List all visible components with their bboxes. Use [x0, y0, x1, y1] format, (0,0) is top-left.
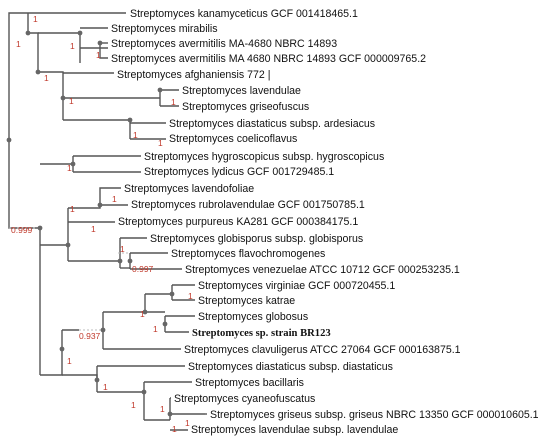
taxon-label: Streptomyces mirabilis	[111, 23, 218, 35]
taxon-label-highlighted: Streptomyces sp. strain BR123	[192, 328, 331, 339]
support-value: 1	[158, 138, 163, 148]
taxon-labels: Streptomyces kanamyceticus GCF 001418465…	[111, 8, 539, 436]
taxon-label: Streptomyces lydicus GCF 001729485.1	[144, 166, 334, 178]
support-value: 1	[171, 97, 176, 107]
taxon-label: Streptomyces diastaticus subsp. ardesiac…	[169, 118, 375, 130]
taxon-label: Streptomyces purpureus KA281 GCF 0003841…	[118, 216, 358, 228]
taxon-label: Streptomyces hygroscopicus subsp. hygros…	[144, 151, 384, 163]
tree-node	[6, 137, 12, 143]
tree-node	[141, 389, 147, 395]
support-value: 1	[133, 130, 138, 140]
branch	[8, 12, 126, 140]
support-value: 1	[153, 324, 158, 334]
support-value: 1	[67, 356, 72, 366]
taxon-label: Streptomyces coelicoflavus	[169, 133, 297, 145]
taxon-label: Streptomyces kanamyceticus GCF 001418465…	[130, 8, 358, 20]
tree-node	[127, 258, 133, 264]
tree-node	[77, 30, 83, 36]
tree-node	[25, 30, 31, 36]
support-value: 1	[96, 50, 101, 60]
tree-node	[127, 117, 133, 123]
tree-node	[117, 258, 123, 264]
taxon-label: Streptomyces flavochromogenes	[171, 248, 325, 260]
branch	[99, 43, 108, 59]
tree-node	[169, 291, 175, 297]
taxon-label: Streptomyces afghaniensis 772 |	[117, 69, 271, 81]
support-value: 1	[67, 163, 72, 173]
tree-node	[59, 346, 65, 352]
support-value: 1	[91, 224, 96, 234]
support-value: 0.999	[11, 225, 33, 235]
support-value: 1	[69, 96, 74, 106]
tree-node	[97, 40, 103, 46]
taxon-label: Streptomyces diastaticus subsp. diastati…	[188, 361, 393, 373]
support-value: 1	[160, 404, 165, 414]
branch	[103, 294, 146, 313]
taxon-label: Streptomyces rubrolavendulae GCF 0017507…	[131, 199, 365, 211]
taxon-label: Streptomyces venezuelae ATCC 10712 GCF 0…	[185, 264, 460, 276]
taxon-label: Streptomyces lavendulae	[182, 85, 301, 97]
tree-node	[94, 377, 100, 383]
taxon-label: Streptomyces globosus	[198, 311, 308, 323]
tree-node	[97, 202, 103, 208]
support-value: 1	[172, 424, 177, 434]
branch	[40, 349, 63, 376]
support-value: 1	[44, 73, 49, 83]
taxon-label: Streptomyces cyaneofuscatus	[174, 393, 315, 405]
support-value: 1	[16, 39, 21, 49]
support-value: 0.997	[132, 264, 154, 274]
taxon-label: Streptomyces lavendulae subsp. lavendula…	[191, 424, 398, 436]
support-value: 1	[70, 41, 75, 51]
support-value: 0.937	[79, 331, 101, 341]
support-value: 1	[112, 194, 117, 204]
support-value: 1	[131, 400, 136, 410]
branch	[68, 187, 121, 209]
tree-node	[65, 242, 71, 248]
taxon-label: Streptomyces avermitilis MA-4680 NBRC 14…	[111, 38, 337, 50]
support-value: 1	[185, 418, 190, 428]
branch	[28, 32, 39, 72]
branch	[35, 227, 41, 375]
support-value: 1	[120, 244, 125, 254]
taxon-label: Streptomyces globisporus subsp. globispo…	[150, 233, 363, 245]
tree-node	[157, 87, 163, 93]
taxon-label: Streptomyces bacillaris	[195, 377, 304, 389]
support-value: 1	[103, 382, 108, 392]
taxon-label: Streptomyces avermitilis MA 4680 NBRC 14…	[111, 53, 426, 65]
tree-node	[142, 309, 148, 315]
branch	[38, 71, 64, 120]
tree-branches	[8, 12, 207, 431]
tree-node	[60, 95, 66, 101]
support-value: 1	[70, 204, 75, 214]
support-value: 1	[140, 309, 145, 319]
taxon-label: Streptomyces griseofuscus	[182, 101, 309, 113]
branch	[62, 374, 98, 380]
support-value: 1	[188, 291, 193, 301]
tree-node	[167, 411, 173, 417]
support-value: 1	[33, 14, 38, 24]
tree-nodes	[6, 30, 175, 417]
tree-node	[35, 69, 41, 75]
taxon-label: Streptomyces clavuligerus ATCC 27064 GCF…	[184, 344, 461, 356]
tree-node	[162, 321, 168, 327]
tree-node	[37, 225, 43, 231]
tree-node	[70, 161, 76, 167]
support-values: 1 1 1 1 1 1 1 1 1 0.999 1 1 1 1 0.997 1 …	[11, 14, 193, 434]
taxon-label: Streptomyces griseus subsp. griseus NBRC…	[210, 409, 539, 421]
taxon-label: Streptomyces lavendofoliae	[124, 183, 254, 195]
tree-node	[100, 327, 106, 333]
taxon-label: Streptomyces katrae	[198, 295, 295, 307]
taxon-label: Streptomyces virginiae GCF 000720455.1	[198, 280, 395, 292]
branch	[8, 140, 35, 229]
